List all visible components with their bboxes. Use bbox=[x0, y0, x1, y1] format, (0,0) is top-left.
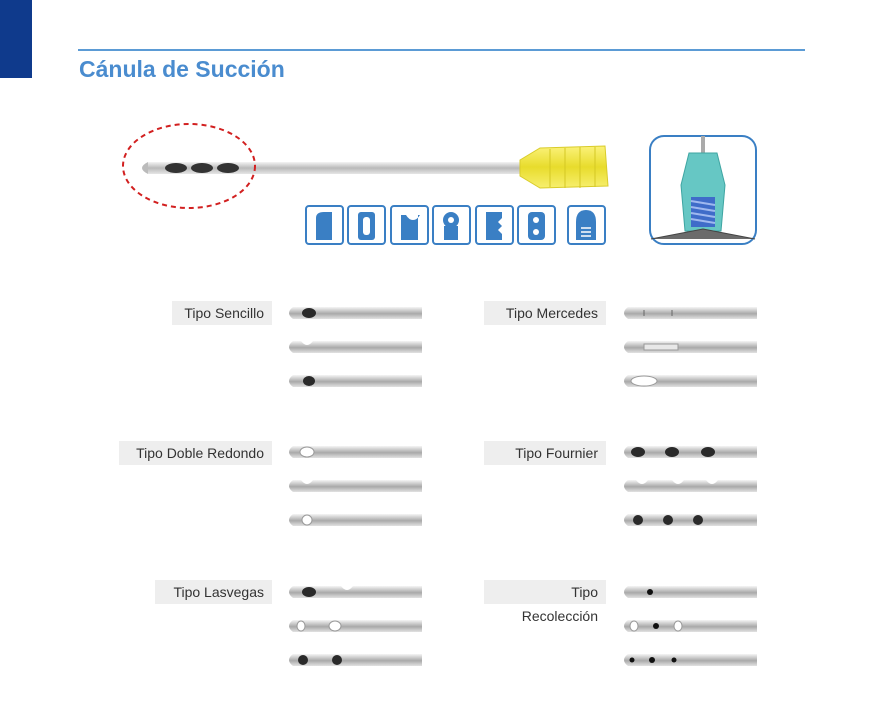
side-port bbox=[647, 589, 653, 595]
side-port bbox=[165, 163, 187, 173]
side-port bbox=[296, 620, 306, 632]
tip-shape-double-hole-icon bbox=[517, 205, 556, 245]
side-port bbox=[332, 655, 342, 665]
type-label-fournier: Tipo Fournier bbox=[484, 441, 606, 465]
side-port bbox=[693, 515, 703, 525]
side-port bbox=[302, 308, 316, 318]
cannula-shaft bbox=[148, 162, 528, 174]
side-port bbox=[302, 587, 316, 597]
page-title: Cánula de Succión bbox=[79, 56, 285, 82]
cannula-shaft bbox=[624, 620, 757, 632]
tip-shape-single-icon bbox=[305, 205, 344, 245]
side-port bbox=[665, 447, 679, 457]
corner-accent-bar bbox=[0, 0, 32, 78]
side-port bbox=[217, 163, 239, 173]
cannula-shaft bbox=[289, 375, 422, 387]
side-port bbox=[630, 375, 658, 387]
cannula-shaft bbox=[289, 307, 422, 319]
cannula-shaft bbox=[289, 586, 422, 598]
side-port bbox=[701, 447, 715, 457]
hub-detail-inset bbox=[649, 135, 757, 245]
cannula-tip-mercedes bbox=[624, 341, 757, 353]
type-label-sencillo: Tipo Sencillo bbox=[172, 301, 272, 325]
tip-shape-icons bbox=[305, 205, 606, 245]
cannula-tip-sencillo bbox=[289, 307, 422, 319]
side-port bbox=[636, 480, 648, 484]
type-label-recoleccion: Tipo Recolección bbox=[484, 580, 606, 624]
side-port bbox=[673, 620, 683, 632]
cannula-shaft bbox=[624, 375, 757, 387]
cannula-tip-lasvegas bbox=[289, 654, 422, 666]
tip-shape-notch-icon bbox=[390, 205, 429, 245]
side-port bbox=[653, 623, 659, 629]
cannula-tip-fournier bbox=[624, 446, 757, 458]
cannula-tip-recoleccion bbox=[624, 586, 757, 598]
cannula-shaft bbox=[624, 480, 757, 492]
cannula-shaft bbox=[289, 341, 422, 353]
cannula-shaft bbox=[289, 654, 422, 666]
side-port bbox=[301, 514, 313, 526]
cannula-shaft bbox=[624, 586, 757, 598]
side-port bbox=[629, 620, 639, 632]
side-port bbox=[303, 376, 315, 386]
cannula-tip-recoleccion bbox=[624, 620, 757, 632]
tip-shape-basket-icon bbox=[567, 205, 606, 245]
side-port bbox=[298, 655, 308, 665]
cannula-shaft bbox=[624, 654, 757, 666]
side-port bbox=[671, 657, 677, 663]
cannula-tip-fournier bbox=[624, 480, 757, 492]
cannula-shaft bbox=[624, 307, 757, 319]
luer-hub bbox=[519, 145, 609, 189]
side-port bbox=[663, 515, 673, 525]
side-port bbox=[301, 341, 313, 345]
highlight-ring-icon bbox=[122, 123, 256, 209]
cannula-tip-recoleccion bbox=[624, 654, 757, 666]
side-port bbox=[706, 480, 718, 484]
title-rule bbox=[78, 49, 805, 51]
cannula-tip-lasvegas bbox=[289, 620, 422, 632]
tip-shape-slot-icon bbox=[347, 205, 386, 245]
cannula-tip-fournier bbox=[624, 514, 757, 526]
cannula-tip-lasvegas bbox=[289, 586, 422, 598]
cannula-shaft bbox=[289, 620, 422, 632]
side-port bbox=[341, 586, 353, 590]
side-port bbox=[299, 446, 315, 458]
cannula-tip-sencillo bbox=[289, 341, 422, 353]
cannula-tip-doble bbox=[289, 480, 422, 492]
tip-shape-keyhole-icon bbox=[432, 205, 471, 245]
cannula-tip-mercedes bbox=[624, 375, 757, 387]
cannula-illustration bbox=[122, 123, 609, 245]
tip-shape-fournier-icon bbox=[475, 205, 514, 245]
side-port bbox=[191, 163, 213, 173]
side-port bbox=[643, 343, 679, 351]
side-port bbox=[672, 480, 684, 484]
side-port bbox=[328, 620, 342, 632]
side-port bbox=[629, 657, 635, 663]
side-port bbox=[631, 447, 645, 457]
type-label-lasvegas: Tipo Lasvegas bbox=[155, 580, 272, 604]
cannula-tip-doble bbox=[289, 514, 422, 526]
cannula-shaft bbox=[624, 446, 757, 458]
type-label-mercedes: Tipo Mercedes bbox=[484, 301, 606, 325]
cannula-shaft bbox=[289, 446, 422, 458]
type-label-doble: Tipo Doble Redondo bbox=[119, 441, 272, 465]
side-port bbox=[633, 515, 643, 525]
cannula-tip-mercedes bbox=[624, 307, 757, 319]
side-port bbox=[649, 657, 655, 663]
side-port bbox=[301, 480, 313, 484]
cannula-shaft bbox=[624, 514, 757, 526]
cannula-tip-sencillo bbox=[289, 375, 422, 387]
cannula-shaft bbox=[289, 480, 422, 492]
cannula-tip-doble bbox=[289, 446, 422, 458]
cannula-shaft bbox=[289, 514, 422, 526]
